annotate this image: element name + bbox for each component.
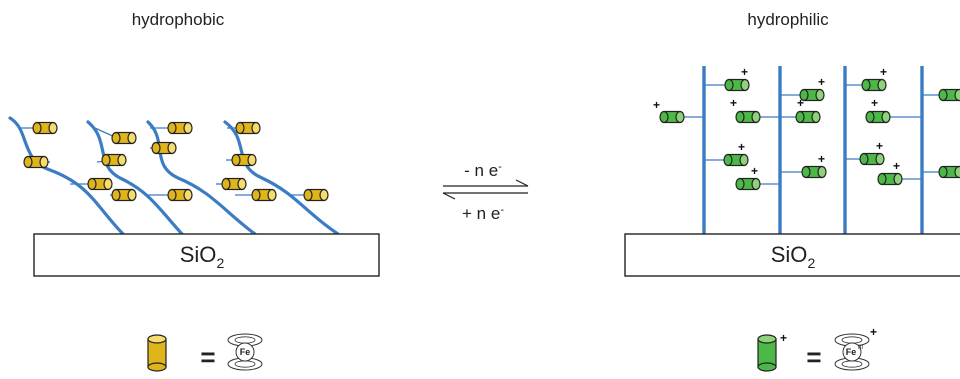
svg-text:+: + — [738, 140, 745, 154]
ferrocene-unit — [235, 121, 261, 135]
ferrocene-unit — [303, 188, 329, 202]
svg-text:+: + — [880, 65, 887, 79]
ferrocene-unit — [167, 188, 193, 202]
right-legend: + = Fe III + — [757, 325, 877, 372]
ferrocene-structure-icon: Fe — [227, 333, 263, 371]
reduced-unit-symbol — [147, 334, 167, 372]
ferrocene-unit — [111, 131, 137, 145]
right-legend-equals: = — [806, 342, 821, 372]
svg-text:+: + — [653, 98, 660, 112]
left-substrate: SiO2 — [33, 233, 380, 277]
svg-text:+: + — [818, 152, 825, 166]
ferrocenium-unit — [938, 88, 960, 102]
ferrocene-unit — [221, 177, 247, 191]
ferrocenium-unit — [735, 177, 761, 191]
ferrocenium-unit — [801, 165, 827, 179]
svg-text:+: + — [893, 159, 900, 173]
ferrocene-unit — [251, 188, 277, 202]
svg-text:+: + — [751, 164, 758, 178]
ferrocene-unit — [111, 188, 137, 202]
left-legend: = Fe — [147, 333, 263, 372]
ferrocenium-unit — [723, 153, 749, 167]
ferrocenium-unit — [724, 78, 750, 92]
ferrocene-unit — [23, 155, 49, 169]
ferrocene-unit — [87, 177, 113, 191]
svg-text:+: + — [797, 96, 804, 110]
ferrocenium-unit — [865, 110, 891, 124]
svg-text:Fe: Fe — [240, 347, 251, 357]
ferrocenium-unit — [859, 152, 885, 166]
ferrocene-unit — [167, 121, 193, 135]
ferrocenium-unit — [877, 172, 903, 186]
right-title: hydrophilic — [747, 10, 829, 29]
ferrocenium-unit — [861, 78, 887, 92]
ferrocenium-unit — [795, 110, 821, 124]
reduction-label: + n e- — [462, 204, 504, 223]
ferrocene-unit — [32, 121, 58, 135]
svg-text:Fe: Fe — [846, 347, 857, 357]
left-title: hydrophobic — [132, 10, 225, 29]
oxidation-label: - n e- — [464, 161, 502, 180]
ferrocenium-structure-icon: Fe III — [834, 333, 870, 371]
ferrocene-unit — [231, 153, 257, 167]
svg-text:+: + — [871, 96, 878, 110]
left-legend-equals: = — [200, 342, 215, 372]
positive-charges: + + + + + + + + + + + + — [653, 65, 900, 178]
ferrocenium-unit — [938, 165, 960, 179]
left-molecular-layer — [8, 116, 340, 236]
ferrocenium-unit — [659, 110, 685, 124]
equilibrium-arrows — [442, 179, 529, 200]
svg-text:+: + — [876, 139, 883, 153]
svg-text:+: + — [730, 96, 737, 110]
ferrocene-unit — [151, 141, 177, 155]
oxidized-unit-symbol — [757, 334, 777, 372]
right-substrate-label: SiO2 — [771, 242, 816, 271]
ferrocenium-unit — [735, 110, 761, 124]
svg-text:+: + — [741, 65, 748, 79]
svg-text:+: + — [818, 75, 825, 89]
svg-text:III: III — [858, 345, 863, 351]
legend-charge: + — [780, 331, 787, 345]
legend-ion-charge: + — [870, 325, 877, 339]
right-molecular-layer: + + + + + + + + + + + + — [653, 65, 960, 234]
right-substrate: SiO2 — [624, 233, 960, 277]
left-substrate-label: SiO2 — [180, 242, 225, 271]
ferrocene-unit — [101, 153, 127, 167]
